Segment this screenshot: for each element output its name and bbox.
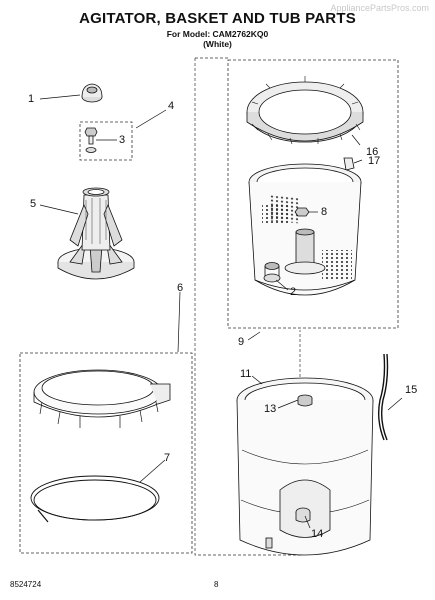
balance-ring-part-16 [246,76,364,145]
callout-9: 9 [238,336,245,348]
color-line: (White) [203,39,232,49]
callout-16: 16 [366,146,379,158]
callout-4: 4 [168,100,175,112]
connector-lines [194,57,301,556]
group-box-9 [227,59,399,329]
model-line: For Model: CAM2762KQ0 [166,29,269,39]
callout-11: 11 [240,368,252,380]
hose-part-15 [377,353,389,441]
watermark: AppliancePartsPros.com [330,3,429,13]
tub-ring-part-6 [33,369,171,428]
leader-lines [39,94,403,529]
callout-2: 2 [290,286,297,298]
bolt-part-3 [84,127,98,153]
page-number: 8 [214,580,219,589]
nut-part-8 [294,207,310,217]
callout-8: 8 [321,206,328,218]
agitator-cap-part-1 [81,83,103,103]
callout-7: 7 [164,452,171,464]
callout-13: 13 [264,403,277,415]
seal-ring-part-7 [30,475,160,523]
callout-14: 14 [311,528,324,540]
callout-3: 3 [119,134,126,146]
callout-6: 6 [177,282,184,294]
clip-part-17 [343,157,355,171]
callout-1: 1 [28,93,35,105]
callout-17: 17 [368,155,381,167]
drain-fitting-part-14 [295,507,311,523]
group-box-4 [79,121,133,161]
page-title: AGITATOR, BASKET AND TUB PARTS [79,10,356,27]
agitator-part-5 [57,187,135,280]
part-number: 8524724 [10,580,42,589]
callout-15: 15 [405,384,418,396]
callout-5: 5 [30,198,37,210]
bearing-part-13 [297,394,313,407]
group-box-6 [19,352,193,554]
